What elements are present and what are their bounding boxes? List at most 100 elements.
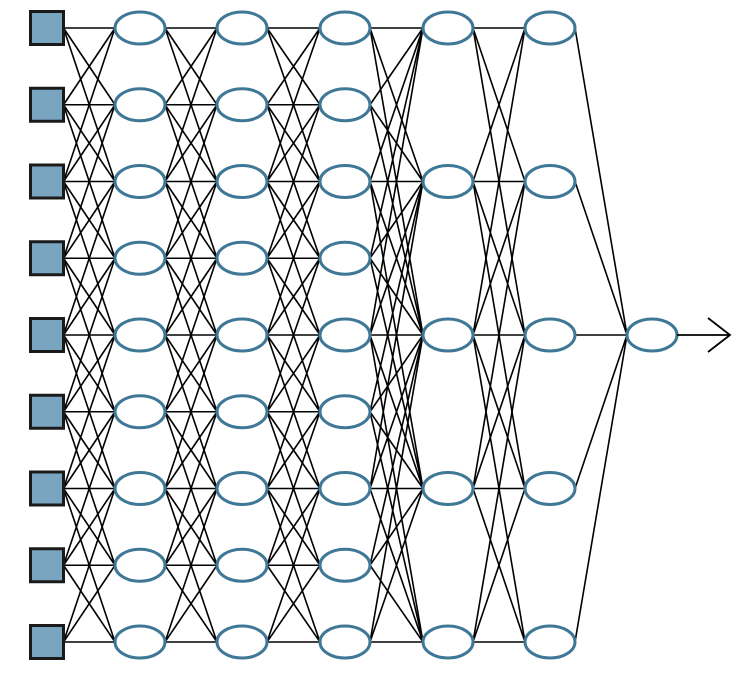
connection-edge <box>62 104 116 182</box>
connection-edge <box>266 334 321 489</box>
hidden-layer-5-node-2 <box>523 164 577 199</box>
connection-edge <box>266 27 321 182</box>
hidden-layer-4-node-5 <box>421 624 475 660</box>
connection-edge <box>62 488 116 643</box>
hidden-layer-2-node-1 <box>215 10 269 46</box>
hidden-layer-5-node-4 <box>523 471 577 506</box>
connection-edge <box>62 564 116 643</box>
hidden-layer-1-node-3 <box>113 164 167 199</box>
connection-edge <box>266 181 321 259</box>
hidden-layer-4-node-2 <box>421 164 475 199</box>
hidden-layer-3-node-5 <box>318 317 372 353</box>
hidden-layer-3-node-9 <box>318 624 372 660</box>
hidden-layer-3-node-4 <box>318 240 372 276</box>
connection-edge <box>574 181 628 336</box>
connection-edge <box>266 334 321 413</box>
hidden-layer-3-node-7 <box>318 471 372 506</box>
connection-edge <box>574 334 628 489</box>
hidden-layer-3-node-6 <box>318 394 372 430</box>
connection-edge <box>574 27 628 336</box>
connection-edge <box>369 27 424 106</box>
connection-edge <box>472 334 526 489</box>
hidden-layer-1-node-9 <box>113 624 167 660</box>
connection-edge <box>369 334 424 643</box>
connection-edge <box>369 27 424 182</box>
connection-edge <box>266 104 321 259</box>
hidden-layer-2-node-4 <box>215 240 269 276</box>
hidden-layer-2-node-7 <box>215 471 269 506</box>
connection-edge <box>472 488 526 643</box>
hidden-layer-2-node-2 <box>215 87 269 123</box>
connection-edge <box>164 257 218 336</box>
connection-edge <box>164 181 218 336</box>
connection-edge <box>62 257 116 413</box>
connection-edge <box>369 27 424 259</box>
connection-edge <box>472 27 526 182</box>
connection-edge <box>62 257 116 336</box>
connection-edge <box>369 181 424 489</box>
input-node-8 <box>29 547 65 584</box>
nodes-layer <box>29 10 679 660</box>
connection-edge <box>62 27 116 106</box>
connection-edge <box>266 257 321 413</box>
connection-edge <box>164 104 218 259</box>
connection-edge <box>164 564 218 643</box>
hidden-layer-2-node-6 <box>215 394 269 430</box>
hidden-layer-2-node-3 <box>215 164 269 199</box>
hidden-layer-3-node-2 <box>318 87 372 123</box>
hidden-layer-2-node-5 <box>215 317 269 353</box>
connection-edge <box>369 488 424 566</box>
connection-edge <box>62 488 116 566</box>
connection-edge <box>164 27 218 182</box>
output-arrow-layer <box>677 317 732 353</box>
connection-edge <box>164 27 218 106</box>
hidden-layer-1-node-4 <box>113 240 167 276</box>
connection-edge <box>472 181 526 489</box>
input-node-2 <box>29 86 65 123</box>
connection-edge <box>164 411 218 489</box>
connection-edge <box>369 334 424 566</box>
output-node-1 <box>625 317 679 353</box>
connection-edge <box>369 334 424 413</box>
connection-edge <box>266 257 321 336</box>
hidden-layer-5-node-5 <box>523 624 577 660</box>
connection-edge <box>369 564 424 643</box>
input-node-5 <box>29 317 65 353</box>
connection-edge <box>164 334 218 413</box>
input-node-7 <box>29 470 65 507</box>
connection-edge <box>369 181 424 336</box>
connection-edge <box>266 104 321 182</box>
hidden-layer-1-node-6 <box>113 394 167 430</box>
connection-edge <box>472 334 526 643</box>
connection-edge <box>472 27 526 336</box>
connection-edge <box>62 411 116 566</box>
connection-edge <box>574 334 628 643</box>
connection-edge <box>62 181 116 259</box>
connection-edge <box>164 411 218 566</box>
connection-edge <box>164 181 218 259</box>
hidden-layer-1-node-1 <box>113 10 167 46</box>
hidden-layer-4-node-3 <box>421 317 475 353</box>
output-arrow-head-icon <box>707 317 732 353</box>
hidden-layer-3-node-1 <box>318 10 372 46</box>
connection-edge <box>164 104 218 182</box>
connection-edge <box>62 181 116 336</box>
hidden-layer-5-node-3 <box>523 317 577 353</box>
hidden-layer-3-node-8 <box>318 547 372 583</box>
connection-edge <box>369 181 424 412</box>
input-node-1 <box>29 10 65 46</box>
connection-edge <box>369 181 424 259</box>
input-node-3 <box>29 163 65 200</box>
connection-edge <box>369 334 424 489</box>
connection-edge <box>266 488 321 643</box>
hidden-layer-1-node-7 <box>113 471 167 506</box>
input-node-9 <box>29 624 65 660</box>
connection-edge <box>164 334 218 489</box>
connection-edge <box>266 181 321 336</box>
hidden-layer-2-node-9 <box>215 624 269 660</box>
connection-edge <box>369 488 424 643</box>
connection-edge <box>266 564 321 643</box>
connection-edge <box>266 411 321 566</box>
input-node-6 <box>29 393 65 430</box>
